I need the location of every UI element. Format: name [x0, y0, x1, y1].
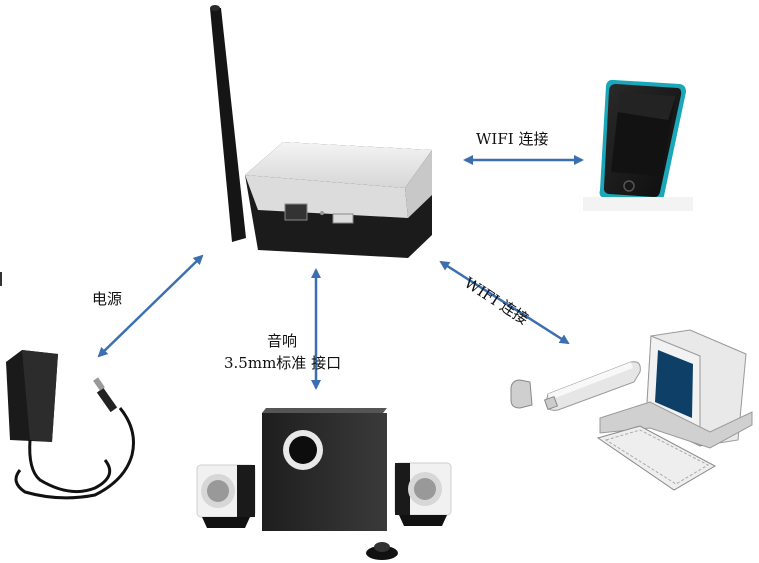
- ethernet-port: [284, 203, 308, 221]
- usb-wifi-adapter: [510, 361, 641, 411]
- router-antenna: [210, 8, 246, 242]
- arrow-router-power: [97, 254, 204, 358]
- speaker-system: [196, 408, 452, 560]
- arrow-router-computer: [439, 260, 570, 345]
- desktop-computer: [596, 329, 753, 491]
- power-adapter: [6, 350, 135, 500]
- label-audio-port: 3.5mm标准 接口: [224, 354, 342, 372]
- label-audio: 音响: [267, 332, 298, 350]
- smartphone: [583, 79, 693, 211]
- label-wifi-phone: WIFI 连接: [476, 130, 549, 148]
- label-power: 电源: [92, 290, 123, 308]
- router: [210, 5, 432, 258]
- usb-port: [332, 213, 354, 224]
- edge-mark: [0, 272, 2, 286]
